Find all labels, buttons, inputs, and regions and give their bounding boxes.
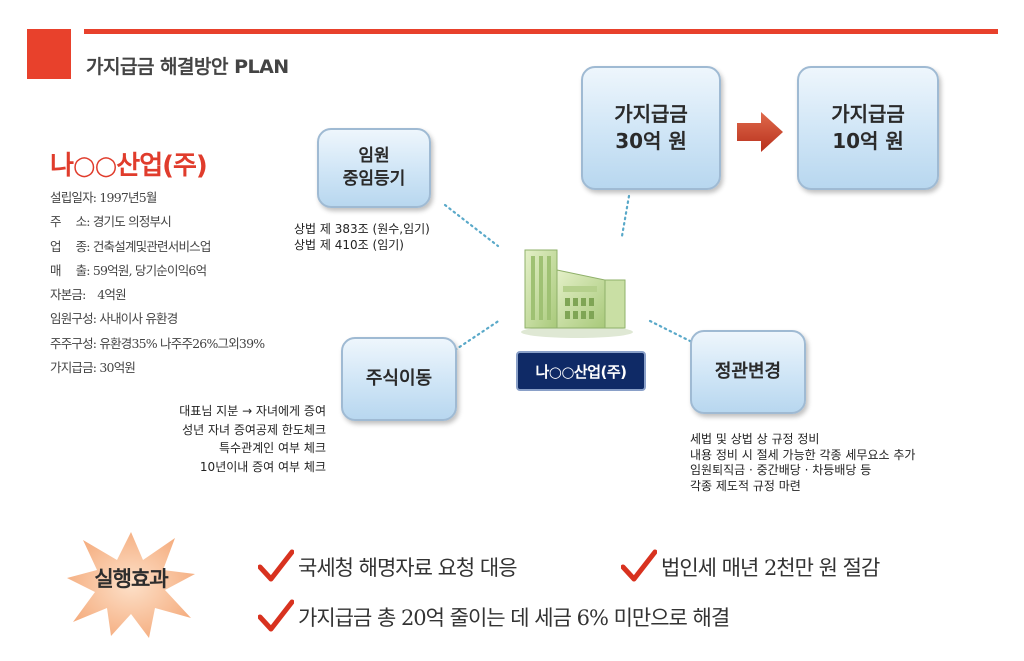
result-item-3: 가지급금 총 20억 줄이는 데 세금 6% 미만으로 해결: [298, 606, 730, 630]
info-capital: 자본금: 4억원: [50, 287, 127, 303]
info-executives: 임원구성: 사내이사 유환경: [50, 311, 178, 327]
building-icon: [521, 249, 633, 338]
articles-note-1: 세법 및 상법 상 규정 정비: [690, 432, 820, 446]
executive-reappointment-box: 임원 중임등기: [317, 128, 431, 208]
page-title: 가지급금 해결방안 PLAN: [86, 56, 289, 78]
articles-notes: 세법 및 상법 상 규정 정비 내용 정비 시 절세 가능한 각종 세무요소 추…: [690, 432, 915, 494]
result-item-1: 국세청 해명자료 요청 대응: [298, 556, 518, 580]
stock-note-1: 대표님 지분 → 자녀에게 증여: [179, 404, 326, 418]
company-name: 나○○산업(주): [50, 151, 208, 181]
connector-before: [620, 194, 631, 238]
results-label: 실행효과: [94, 566, 168, 591]
checkmark-icon: [621, 549, 657, 582]
info-sales: 매 출: 59억원, 당기순이익6억: [50, 262, 207, 278]
articles-amendment-box: 정관변경: [690, 330, 806, 414]
executive-notes: 상법 제 383조 (원수,임기) 상법 제 410조 (임기): [294, 222, 430, 253]
info-shareholders: 주주구성: 유환경35% 나주주26%그외39%: [50, 335, 265, 351]
starburst-shape: [67, 532, 195, 638]
stock-notes: 대표님 지분 → 자녀에게 증여 성년 자녀 증여공제 한도체크 특수관계인 여…: [146, 402, 326, 476]
connector-exec: [443, 203, 500, 248]
result-item-2: 법인세 매년 2천만 원 절감: [661, 556, 880, 580]
connector-stock: [453, 318, 502, 352]
articles-note-4: 각종 제도적 규정 마련: [690, 478, 801, 493]
info-founded: 설립일자: 1997년5월: [50, 190, 157, 205]
articles-note-2: 내용 정비 시 절세 가능한 각종 세무요소 추가: [690, 447, 916, 462]
articles-note-3: 임원퇴직금 · 중간배당 · 차등배당 등: [690, 463, 872, 477]
stock-note-4: 10년이내 증여 여부 체크: [199, 459, 326, 474]
stock-transfer-box: 주식이동: [341, 337, 457, 421]
info-provisional-payment: 가지급금: 30억원: [50, 360, 136, 376]
checkmark-icon: [258, 599, 294, 632]
center-company-label: 나○○산업(주): [516, 351, 646, 391]
company-info-list: 설립일자: 1997년5월 주 소: 경기도 의정부시 업 종: 건축설계및관련…: [50, 186, 265, 380]
provisional-payment-after-box: 가지급금 10억 원: [797, 66, 939, 190]
info-address: 주 소: 경기도 의정부시: [50, 214, 172, 230]
header-rule: [84, 29, 998, 34]
exec-note-1: 상법 제 383조 (원수,임기): [294, 222, 430, 236]
exec-note-2: 상법 제 410조 (임기): [294, 237, 404, 252]
stock-note-3: 특수관계인 여부 체크: [219, 441, 326, 455]
checkmark-icon: [258, 549, 294, 582]
right-arrow-icon: [737, 112, 783, 152]
provisional-payment-before-box: 가지급금 30억 원: [581, 66, 721, 190]
info-industry: 업 종: 건축설계및관련서비스업: [50, 238, 211, 254]
header-accent-block: [27, 29, 71, 79]
stock-note-2: 성년 자녀 증여공제 한도체크: [182, 422, 326, 437]
